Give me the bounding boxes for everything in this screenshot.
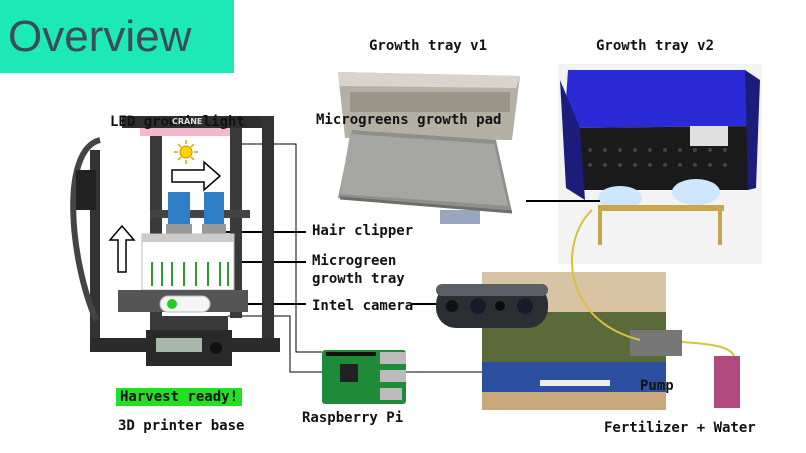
label-printer-base: 3D printer base	[118, 418, 245, 434]
fertilizer-container	[714, 356, 740, 408]
label-growth-tray-v2: Growth tray v2	[596, 38, 715, 54]
title-banner: Overview	[0, 0, 234, 73]
printer-illustration	[70, 116, 280, 366]
label-led-growth-light: LED growth light	[110, 114, 245, 130]
label-hair-clipper: Hair clipper	[312, 223, 414, 239]
camera-photo	[436, 272, 682, 410]
label-intel-camera: Intel camera	[312, 298, 414, 314]
label-growth-pad: Microgreens growth pad	[316, 112, 502, 128]
label-raspberry-pi: Raspberry Pi	[302, 410, 404, 426]
label-microgreen-tray-line1: Microgreen	[312, 253, 397, 269]
growth-tray-v2-photo	[558, 64, 762, 264]
label-growth-tray-v1: Growth tray v1	[369, 38, 488, 54]
harvest-ready-badge: Harvest ready!	[116, 388, 243, 406]
label-fertilizer-water: Fertilizer + Water	[604, 420, 756, 436]
printer-brand-logo: CRANE	[172, 117, 203, 126]
up-arrow-icon	[108, 224, 136, 273]
growth-pad-photo	[338, 130, 513, 214]
sun-icon	[174, 140, 198, 164]
right-arrow-icon	[171, 160, 222, 192]
label-pump: Pump	[640, 378, 674, 394]
label-microgreen-tray-line2: growth tray	[312, 271, 405, 287]
raspberry-pi-board	[322, 350, 406, 404]
growth-tray-v1-photo	[338, 72, 520, 224]
page-title: Overview	[8, 12, 192, 61]
